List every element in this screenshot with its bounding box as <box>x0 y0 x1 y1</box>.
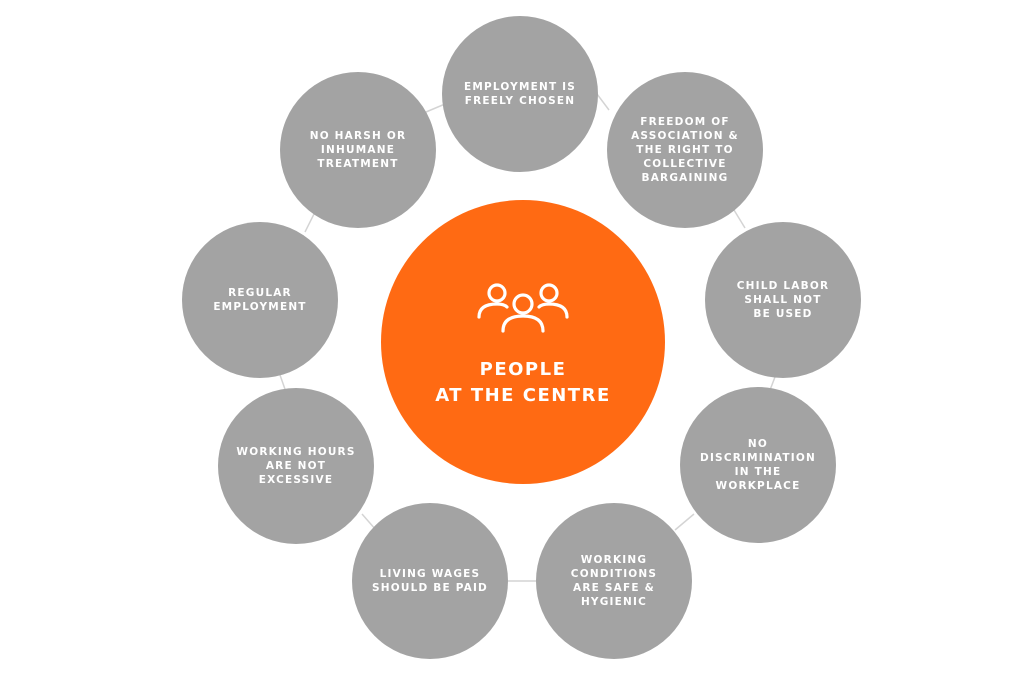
principle-child-labor: CHILD LABOR SHALL NOT BE USED <box>705 222 861 378</box>
principle-regular-employment: REGULAR EMPLOYMENT <box>182 222 338 378</box>
principle-label: FREEDOM OF ASSOCIATION & THE RIGHT TO CO… <box>631 116 739 184</box>
principle-label: WORKING HOURS ARE NOT EXCESSIVE <box>236 446 356 486</box>
center-circle: PEOPLE AT THE CENTRE <box>381 200 665 484</box>
principle-label: WORKING CONDITIONS ARE SAFE & HYGIENIC <box>570 554 658 608</box>
connector-line <box>596 93 610 111</box>
principle-no-harsh-treatment: NO HARSH OR INHUMANE TREATMENT <box>280 72 436 228</box>
principle-label: NO DISCRIMINATION IN THE WORKPLACE <box>700 438 816 492</box>
connector-line <box>733 209 746 229</box>
principle-freely-chosen: EMPLOYMENT IS FREELY CHOSEN <box>442 16 598 172</box>
principle-no-discrimination: NO DISCRIMINATION IN THE WORKPLACE <box>680 387 836 543</box>
connector-line <box>425 103 446 113</box>
principle-living-wages: LIVING WAGES SHOULD BE PAID <box>352 503 508 659</box>
connector-line <box>304 213 315 233</box>
principle-working-hours: WORKING HOURS ARE NOT EXCESSIVE <box>218 388 374 544</box>
principle-label: CHILD LABOR SHALL NOT BE USED <box>736 280 830 320</box>
people-group-icon <box>477 283 569 333</box>
principle-label: NO HARSH OR INHUMANE TREATMENT <box>309 130 407 170</box>
principle-label: LIVING WAGES SHOULD BE PAID <box>372 568 488 594</box>
connector-line <box>674 513 695 531</box>
principle-label: EMPLOYMENT IS FREELY CHOSEN <box>463 81 577 107</box>
principle-label: REGULAR EMPLOYMENT <box>213 287 307 313</box>
principle-freedom-of-association: FREEDOM OF ASSOCIATION & THE RIGHT TO CO… <box>607 72 763 228</box>
center-title: PEOPLE AT THE CENTRE <box>435 359 611 406</box>
principle-safe-conditions: WORKING CONDITIONS ARE SAFE & HYGIENIC <box>536 503 692 659</box>
